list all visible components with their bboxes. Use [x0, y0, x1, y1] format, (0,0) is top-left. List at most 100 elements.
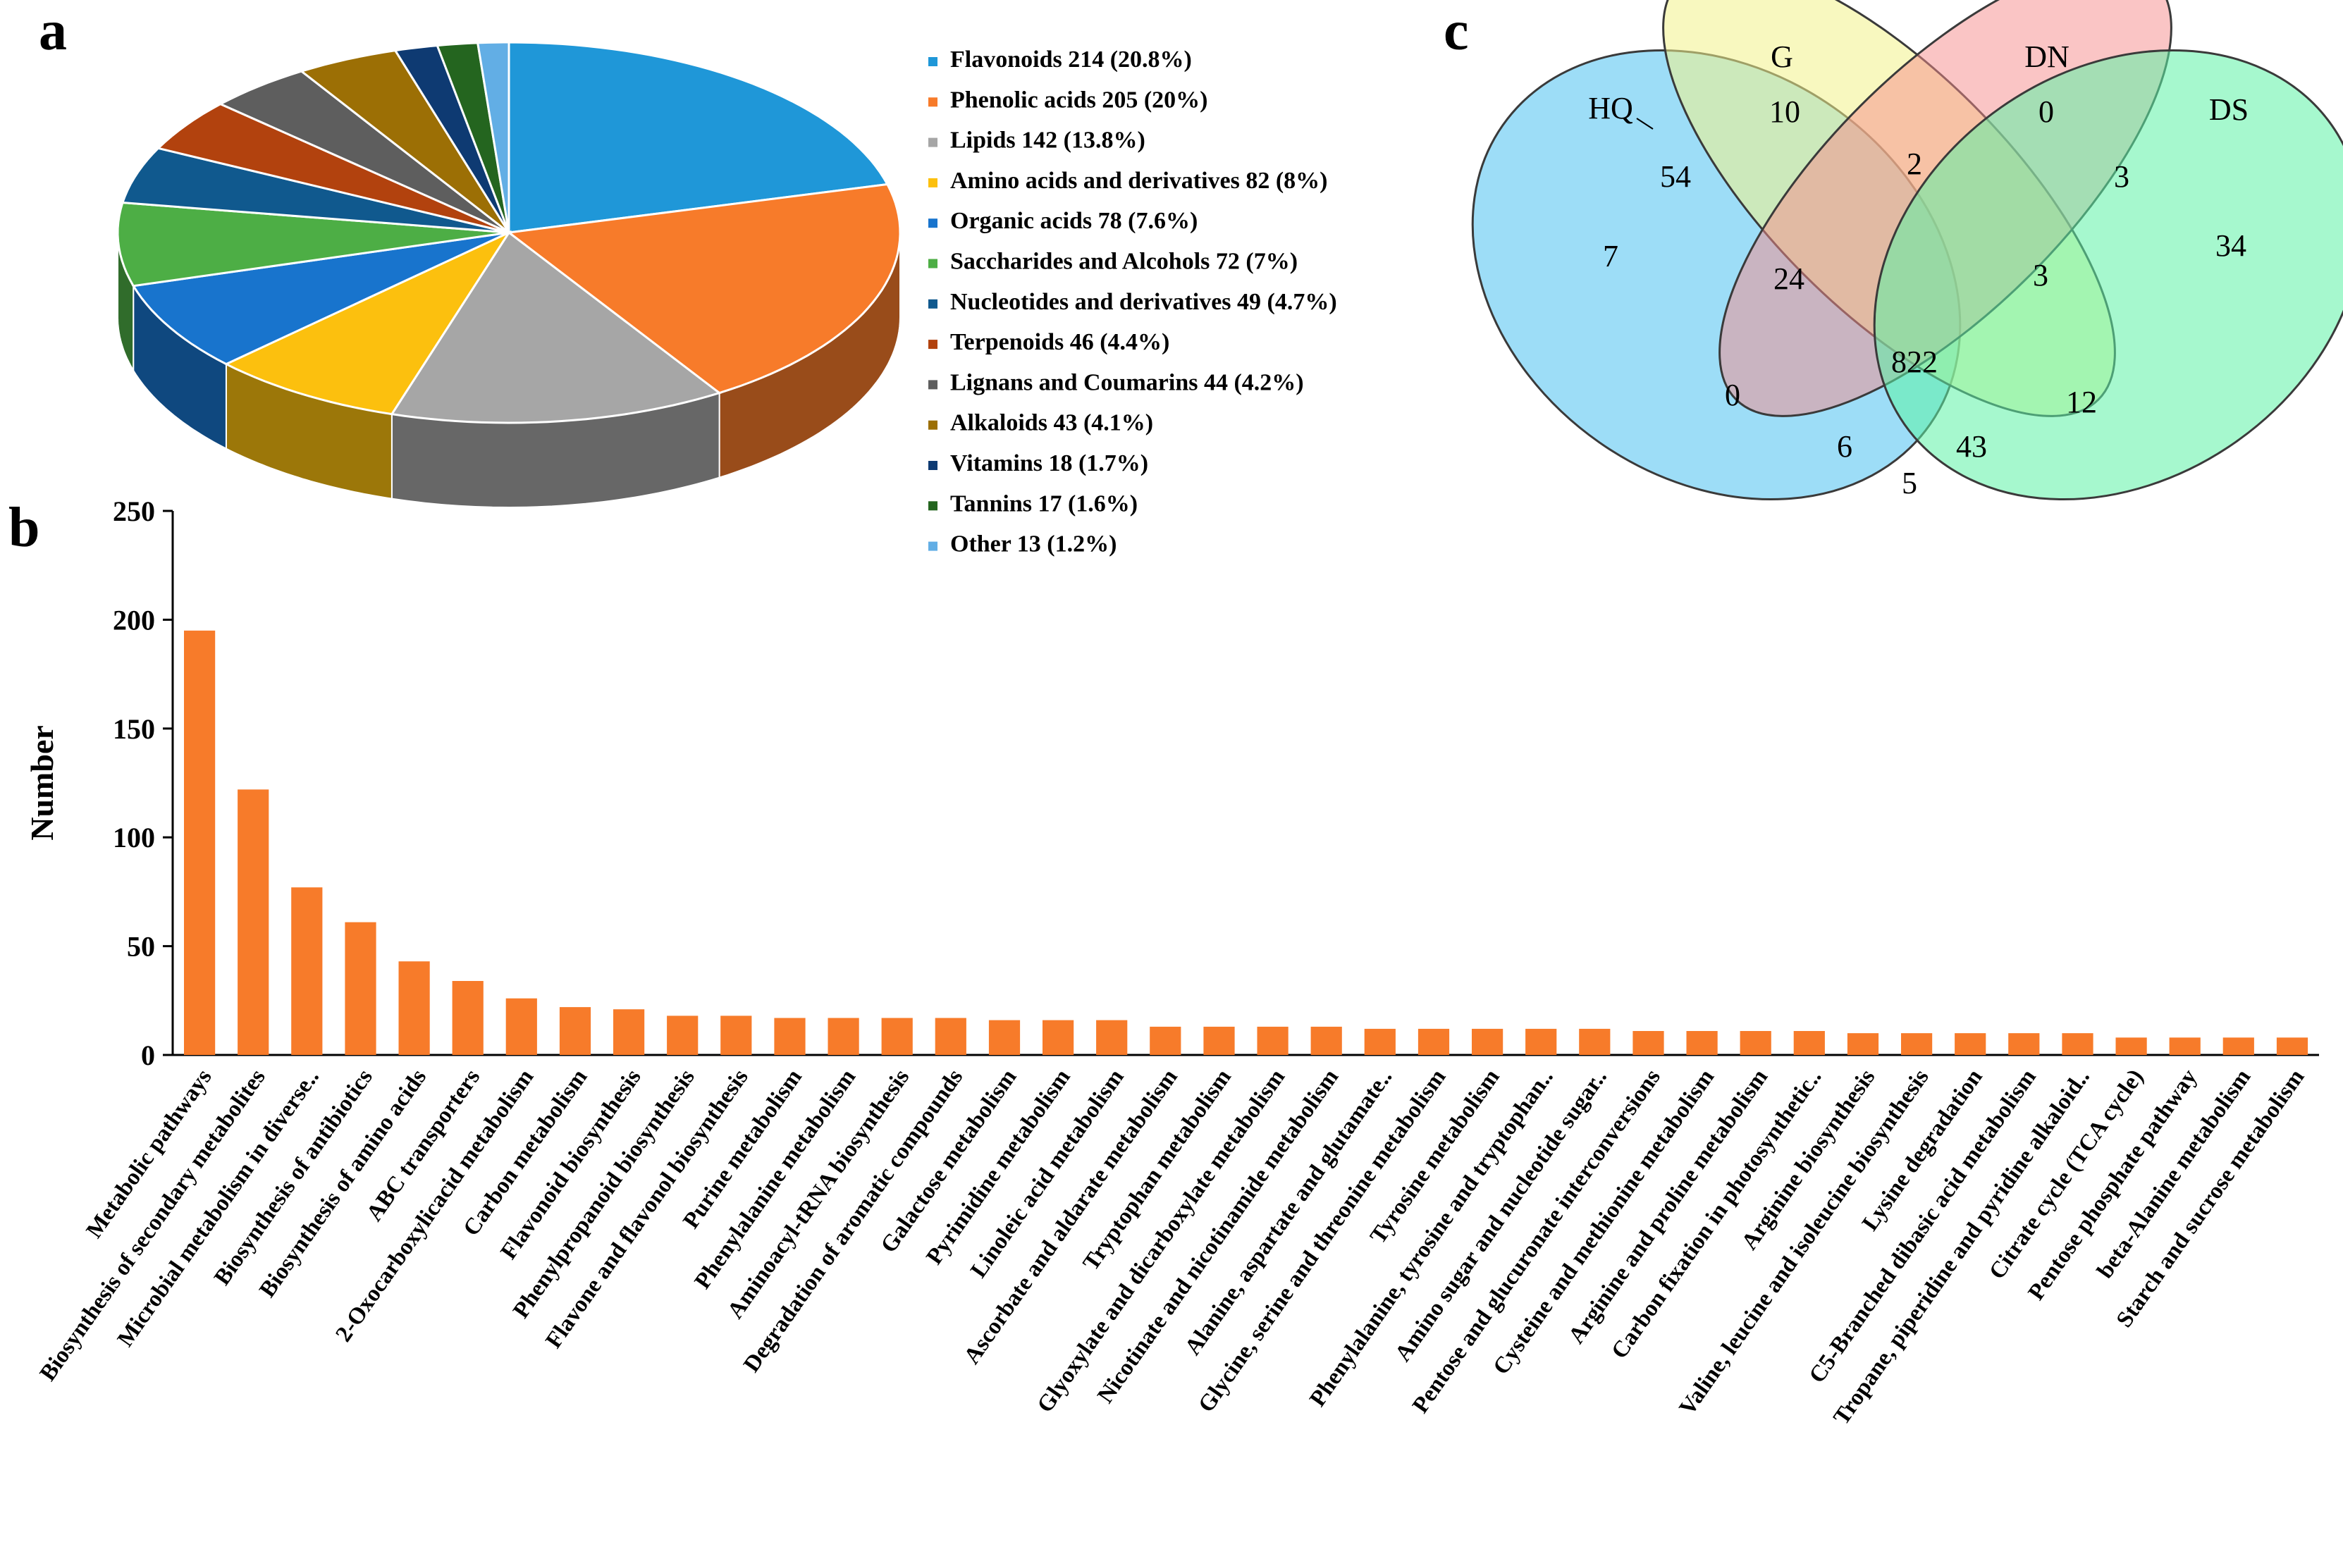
bar-1 — [238, 789, 269, 1055]
bar-12 — [828, 1018, 859, 1055]
pie-slice-5 — [116, 201, 510, 288]
legend-label-6: Nucleotides and derivatives 49 (4.7%) — [950, 289, 1337, 315]
legend-label-3: Amino acids and derivatives 82 (8%) — [950, 168, 1328, 194]
panel-label-a: a — [39, 0, 67, 62]
venn-count-g: 10 — [1769, 94, 1800, 129]
legend-label-2: Lipids 142 (13.8%) — [950, 128, 1145, 154]
bar-6 — [505, 998, 537, 1055]
bar-32 — [1901, 1033, 1933, 1055]
venn-count-g-dn: 2 — [1907, 147, 1922, 181]
y-tick-label-4: 200 — [113, 604, 155, 636]
y-tick-label-2: 100 — [113, 822, 155, 853]
pie-slice-9 — [299, 49, 510, 234]
y-tick-label-1: 50 — [127, 931, 155, 963]
bar-17 — [1096, 1020, 1128, 1055]
bar-23 — [1418, 1028, 1450, 1055]
bar-35 — [2062, 1033, 2093, 1055]
legend-label-8: Lignans and Coumarins 44 (4.2%) — [950, 369, 1304, 395]
y-tick-label-5: 250 — [113, 495, 155, 527]
venn-set-label-ds: DS — [2209, 92, 2249, 127]
legend-swatch-12 — [928, 541, 937, 551]
pie-slice-4 — [131, 231, 510, 366]
bar-31 — [1847, 1033, 1879, 1055]
venn-count-hq-ds: 5 — [1902, 466, 1917, 500]
bar-24 — [1472, 1028, 1503, 1055]
y-ticks: 0 50 100 150 200 250 — [113, 495, 173, 1071]
pie-slice-6 — [121, 147, 510, 234]
bar-9 — [667, 1016, 699, 1055]
bar-16 — [1043, 1020, 1074, 1055]
legend-swatch-11 — [928, 501, 937, 511]
bar-7 — [559, 1007, 591, 1055]
bar-25 — [1525, 1028, 1557, 1055]
bar-11 — [774, 1018, 806, 1055]
pie-legend: Flavonoids 214 (20.8%) Phenolic acids 205… — [928, 47, 1337, 557]
y-tick-label-0: 0 — [141, 1039, 155, 1071]
venn-set-label-hq: HQ — [1588, 91, 1633, 125]
legend-swatch-2 — [928, 137, 937, 147]
legend-swatch-5 — [928, 259, 937, 268]
bar-5 — [452, 981, 484, 1055]
venn-hq-pointer — [1636, 118, 1654, 130]
legend-swatch-6 — [928, 299, 937, 309]
venn-count-g-ds: 12 — [2066, 385, 2097, 419]
venn-count-hq-dn: 0 — [1725, 378, 1740, 412]
bar-2 — [291, 887, 323, 1055]
bar-10 — [720, 1016, 752, 1055]
venn-set-label-dn: DN — [2024, 39, 2070, 74]
legend-swatch-8 — [928, 380, 937, 390]
bar-15 — [988, 1020, 1021, 1055]
bar-33 — [1955, 1033, 1986, 1055]
pie-slice-0 — [508, 41, 890, 234]
legend-label-1: Phenolic acids 205 (20%) — [950, 87, 1207, 113]
pie-slice-3 — [223, 230, 512, 416]
bar-0 — [184, 630, 216, 1055]
pie-chart — [116, 41, 902, 509]
pie-slice-10 — [393, 44, 510, 233]
category-label-2: Microbial metabolism in diverse.. — [113, 1065, 324, 1352]
venn-set-label-g: G — [1771, 39, 1793, 74]
legend-swatch-4 — [928, 218, 937, 228]
y-axis-title: Number — [24, 725, 60, 841]
bar-4 — [398, 961, 430, 1055]
venn-count-dn: 0 — [2038, 94, 2054, 129]
legend-label-12: Other 13 (1.2%) — [950, 531, 1117, 557]
bar-34 — [2008, 1033, 2040, 1055]
bar-36 — [2115, 1037, 2147, 1055]
bar-39 — [2276, 1037, 2308, 1055]
panel-label-b: b — [8, 497, 40, 559]
bar-28 — [1686, 1031, 1718, 1055]
venn-count-hq-dn-ds: 6 — [1837, 429, 1852, 464]
venn-count-hq-g: 54 — [1660, 159, 1691, 194]
bar-19 — [1203, 1026, 1235, 1055]
legend-swatch-3 — [928, 178, 937, 187]
legend-label-10: Vitamins 18 (1.7%) — [950, 450, 1148, 476]
pie-slice-12 — [476, 41, 510, 233]
venn-count-ds: 34 — [2215, 228, 2246, 263]
legend-swatch-10 — [928, 461, 937, 470]
pie-slice-1 — [506, 183, 902, 395]
legend-swatch-7 — [928, 340, 937, 350]
pie-slice-11 — [436, 42, 510, 233]
category-label-1: Biosynthesis of secondary metabolites — [35, 1065, 271, 1386]
bar-18 — [1150, 1026, 1181, 1055]
bar-3 — [345, 922, 376, 1055]
legend-label-11: Tannins 17 (1.6%) — [950, 490, 1138, 517]
legend-swatch-0 — [928, 57, 937, 66]
bar-29 — [1740, 1031, 1771, 1055]
bar-14 — [935, 1018, 966, 1055]
bar-8 — [613, 1009, 645, 1055]
venn-count-hq: 7 — [1603, 239, 1618, 273]
venn-count-hq-g-dn-ds: 822 — [1891, 345, 1938, 379]
bar-30 — [1793, 1031, 1825, 1055]
venn-count-g-dn-ds: 3 — [2033, 258, 2048, 292]
y-tick-label-3: 150 — [113, 713, 155, 745]
legend-label-0: Flavonoids 214 (20.8%) — [950, 47, 1192, 73]
pie-slice-2 — [390, 230, 722, 424]
legend-swatch-9 — [928, 420, 937, 430]
pie-slice-7 — [156, 102, 510, 234]
